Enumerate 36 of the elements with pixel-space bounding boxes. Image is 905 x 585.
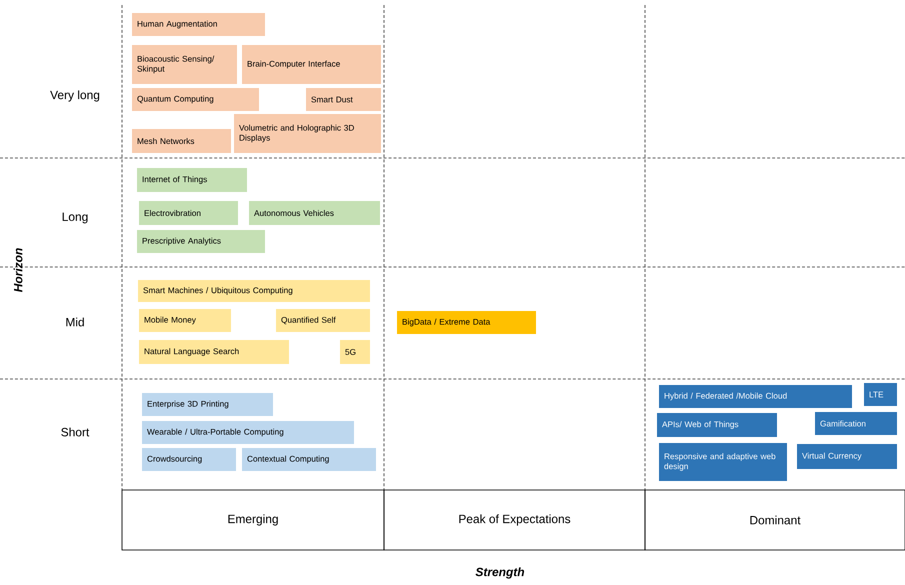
technology-box: Gamification	[815, 412, 897, 435]
technology-box: Virtual Currency	[797, 444, 897, 469]
technology-box: APIs/ Web of Things	[657, 413, 777, 437]
technology-box: Human Augmentation	[132, 13, 265, 36]
technology-box: Enterprise 3D Printing	[142, 393, 273, 416]
technology-box: Bioacoustic Sensing/ Skinput	[132, 45, 237, 84]
row-label: Short	[61, 428, 90, 436]
technology-box: Hybrid / Federated /Mobile Cloud	[659, 385, 852, 408]
column-header-cell: Peak of Expectations	[384, 490, 646, 550]
technology-box: Internet of Things	[137, 168, 247, 192]
axis-title: Strength	[476, 567, 524, 579]
technology-box: Autonomous Vehicles	[249, 201, 380, 225]
technology-box: Responsive and adaptive web design	[659, 443, 787, 481]
technology-box: Crowdsourcing	[142, 448, 236, 471]
row-label: Long	[62, 212, 88, 224]
technology-box: Mesh Networks	[132, 129, 231, 153]
technology-box: Mobile Money	[139, 309, 231, 332]
technology-box: Volumetric and Holographic 3D Displays	[234, 114, 381, 153]
axis-title: Horizon	[14, 248, 22, 292]
technology-box: LTE	[864, 383, 897, 406]
column-header-cell: Dominant	[644, 490, 905, 550]
technology-box: Quantified Self	[276, 309, 370, 332]
technology-box: Wearable / Ultra-Portable Computing	[142, 421, 354, 444]
technology-box: 5G	[340, 340, 370, 364]
technology-box: Quantum Computing	[132, 88, 259, 111]
technology-box: BigData / Extreme Data	[397, 311, 536, 334]
column-header-cell: Emerging	[122, 490, 384, 550]
technology-box: Electrovibration	[139, 201, 238, 225]
technology-box: Smart Dust	[306, 88, 381, 111]
row-label: Mid	[66, 318, 84, 326]
technology-box: Contextual Computing	[242, 448, 376, 471]
technology-box: Brain-Computer Interface	[242, 45, 381, 84]
technology-box: Smart Machines / Ubiquitous Computing	[138, 280, 370, 302]
technology-box: Natural Language Search	[139, 340, 289, 364]
row-label: Very long	[50, 90, 100, 102]
technology-box: Prescriptive Analytics	[137, 230, 265, 253]
